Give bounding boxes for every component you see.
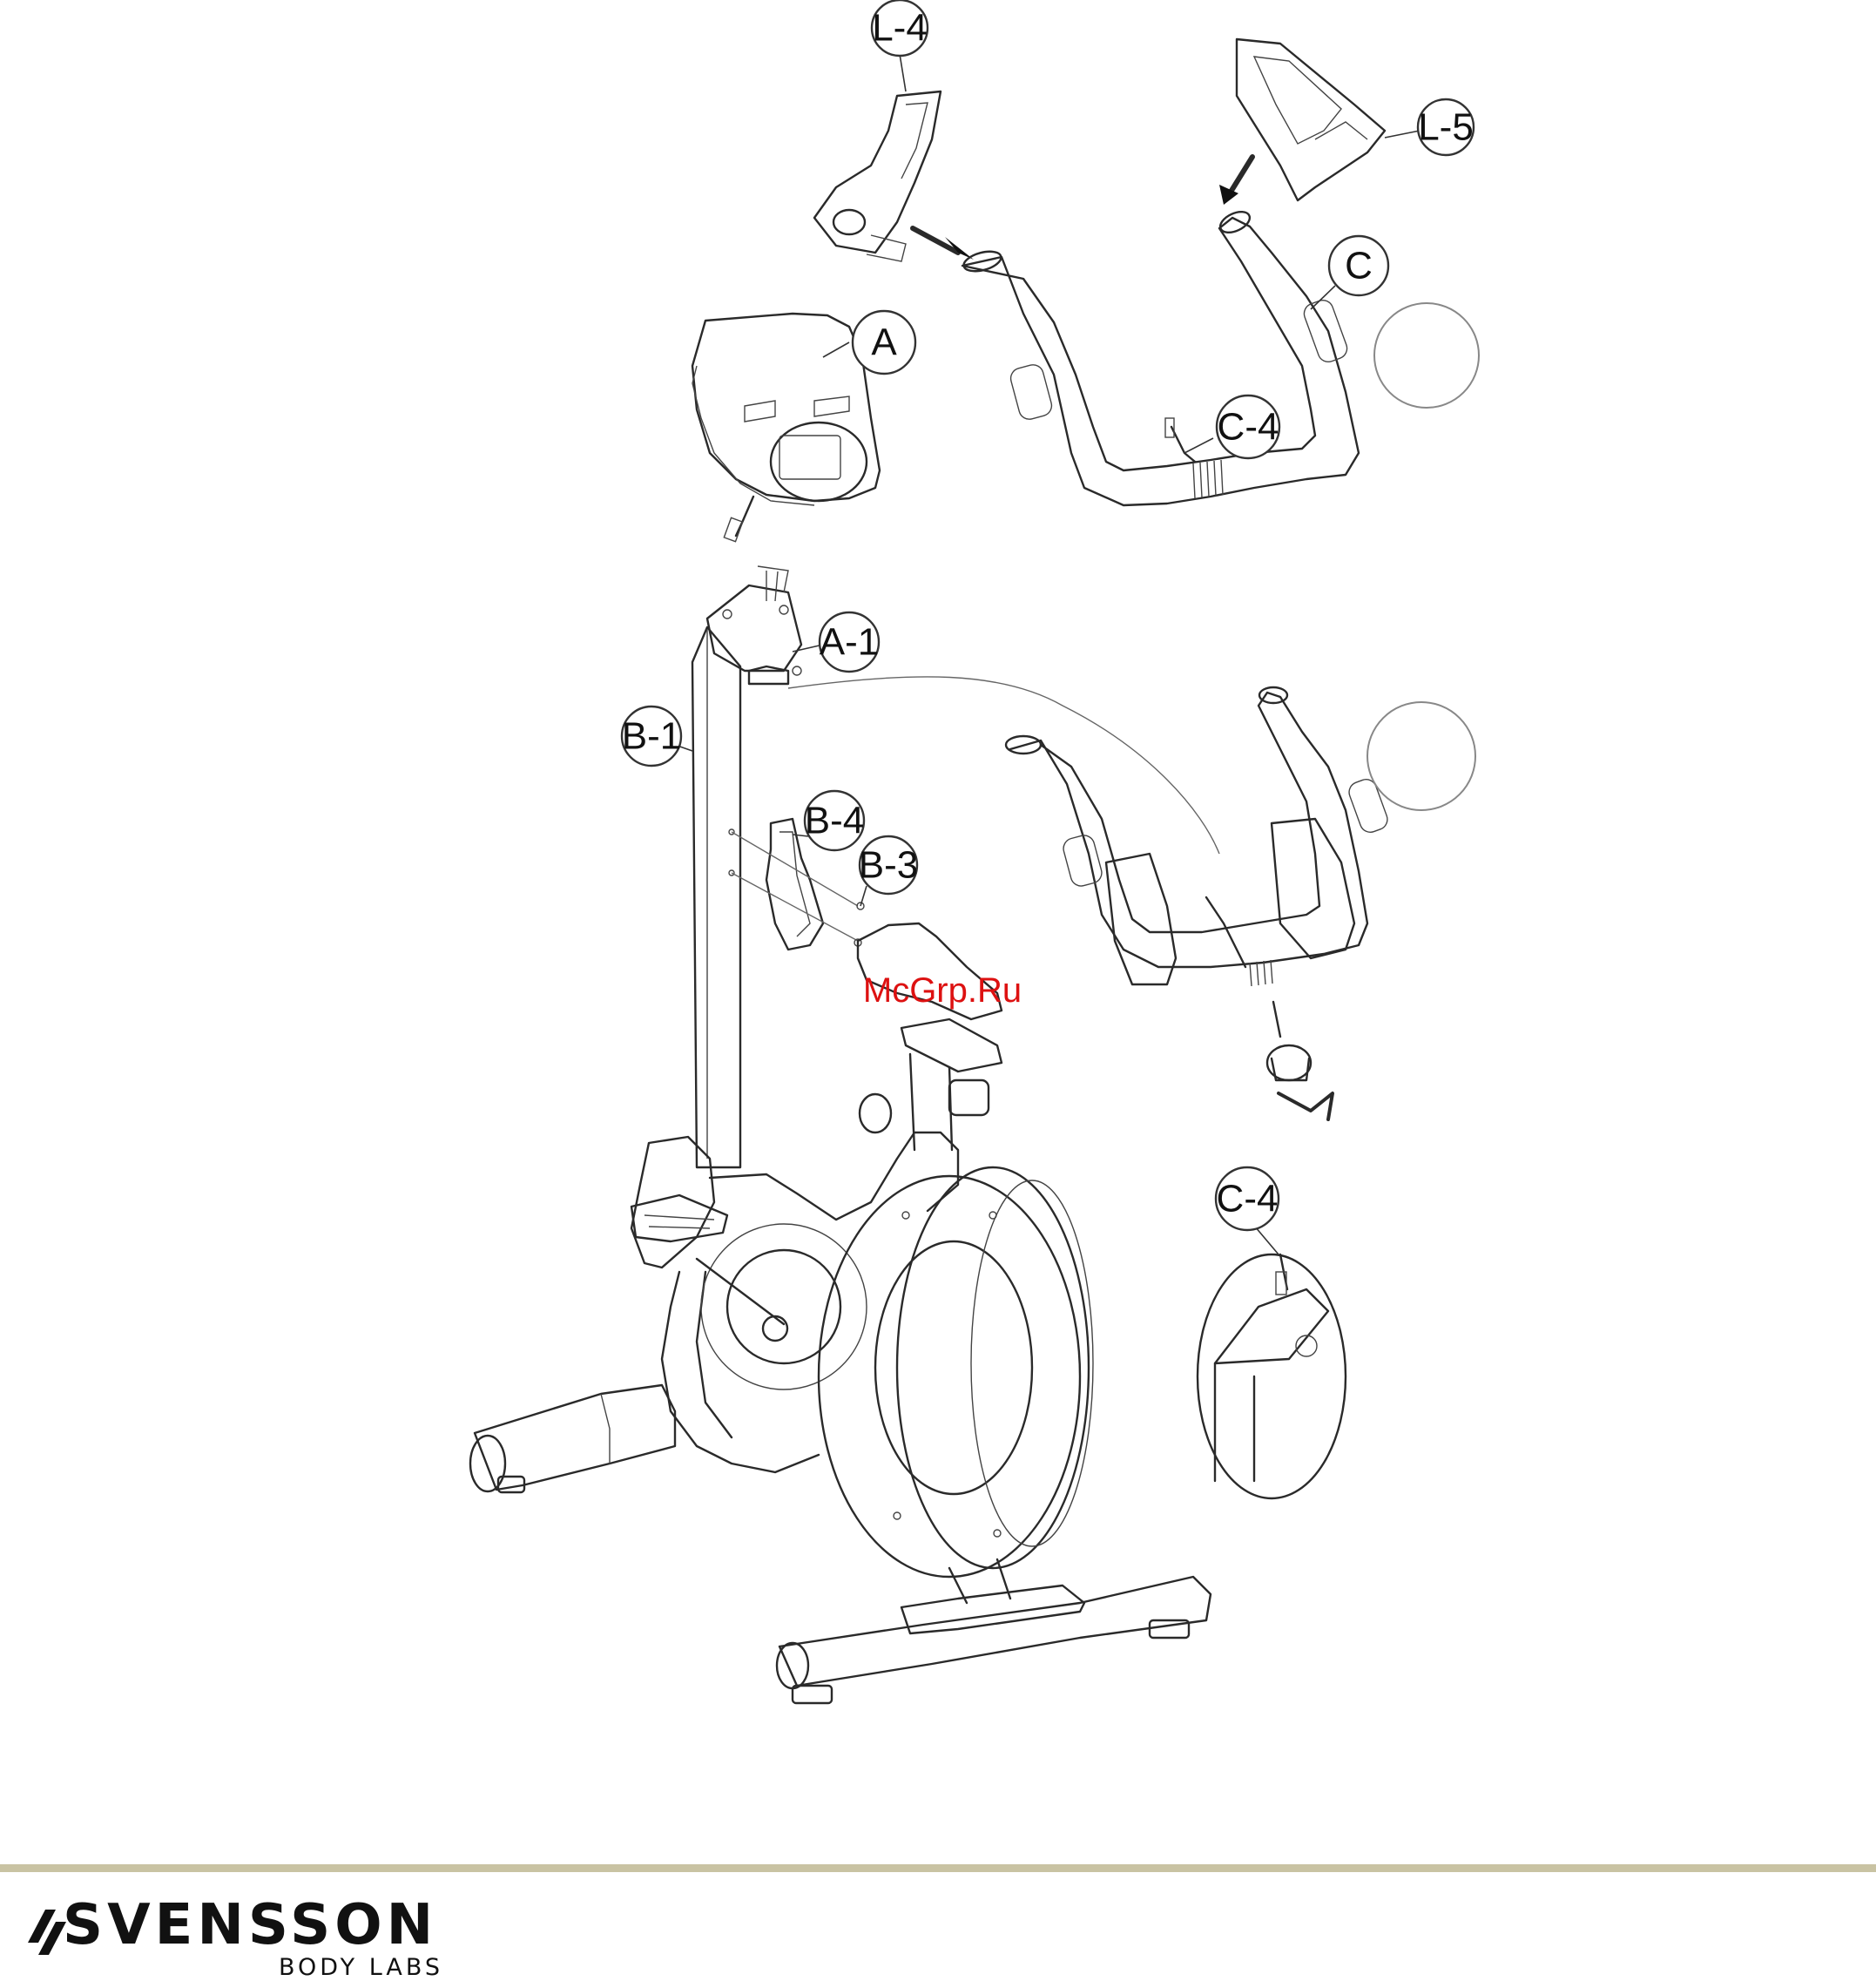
callout-b3: B-3 (859, 836, 918, 894)
part-a-console (692, 314, 880, 542)
svg-text:L-4: L-4 (872, 7, 928, 50)
part-b1-mast (692, 627, 740, 1167)
part-front-stabilizer (470, 1385, 675, 1492)
part-handlebar-assembled (1006, 687, 1390, 986)
callout-c4-detail: C-4 (1216, 1167, 1279, 1230)
svg-text:A-1: A-1 (820, 621, 879, 664)
part-seat-post (860, 1019, 1002, 1150)
brand-subtitle: BODY LABS (279, 1957, 443, 1979)
callout-b1: B-1 (622, 707, 681, 766)
svg-text:C: C (1345, 245, 1373, 287)
svg-text:C-4: C-4 (1217, 1178, 1279, 1220)
watermark-text: McGrp.Ru (863, 971, 1022, 1010)
svg-text:C-4: C-4 (1218, 406, 1279, 449)
svg-text:L-5: L-5 (1418, 106, 1474, 149)
callout-c4-top: C-4 (1217, 396, 1279, 458)
callout-l5: L-5 (1418, 99, 1474, 155)
callout-b4: B-4 (805, 791, 864, 850)
svg-text:B-3: B-3 (859, 844, 918, 887)
c4-cable (1171, 427, 1195, 462)
part-pedal (631, 1137, 727, 1268)
footer-rule (0, 1864, 1876, 1872)
logo-slash-icon (28, 1910, 66, 1955)
svg-text:B-4: B-4 (805, 800, 864, 842)
brand-name: SVENSSON (63, 1897, 437, 1953)
part-rear-stabilizer (777, 1559, 1211, 1703)
detail-c4-circle (1198, 1254, 1346, 1498)
part-flywheel (819, 1167, 1093, 1577)
arrow-l4 (913, 228, 974, 260)
part-a1-bracket (707, 566, 801, 684)
svg-text:A: A (871, 321, 897, 364)
callout-l4: L-4 (872, 0, 928, 56)
blank-circle-top (1374, 303, 1479, 408)
part-c-handlebar (962, 207, 1359, 505)
callout-a: A (853, 311, 915, 374)
svg-text:B-1: B-1 (622, 715, 681, 758)
part-l5-cover (1237, 39, 1385, 200)
arrow-l5 (1219, 157, 1252, 205)
part-knob (1267, 1002, 1333, 1119)
callout-c: C (1329, 236, 1388, 295)
blank-circle-middle (1367, 702, 1475, 810)
callout-a1: A-1 (820, 612, 879, 672)
